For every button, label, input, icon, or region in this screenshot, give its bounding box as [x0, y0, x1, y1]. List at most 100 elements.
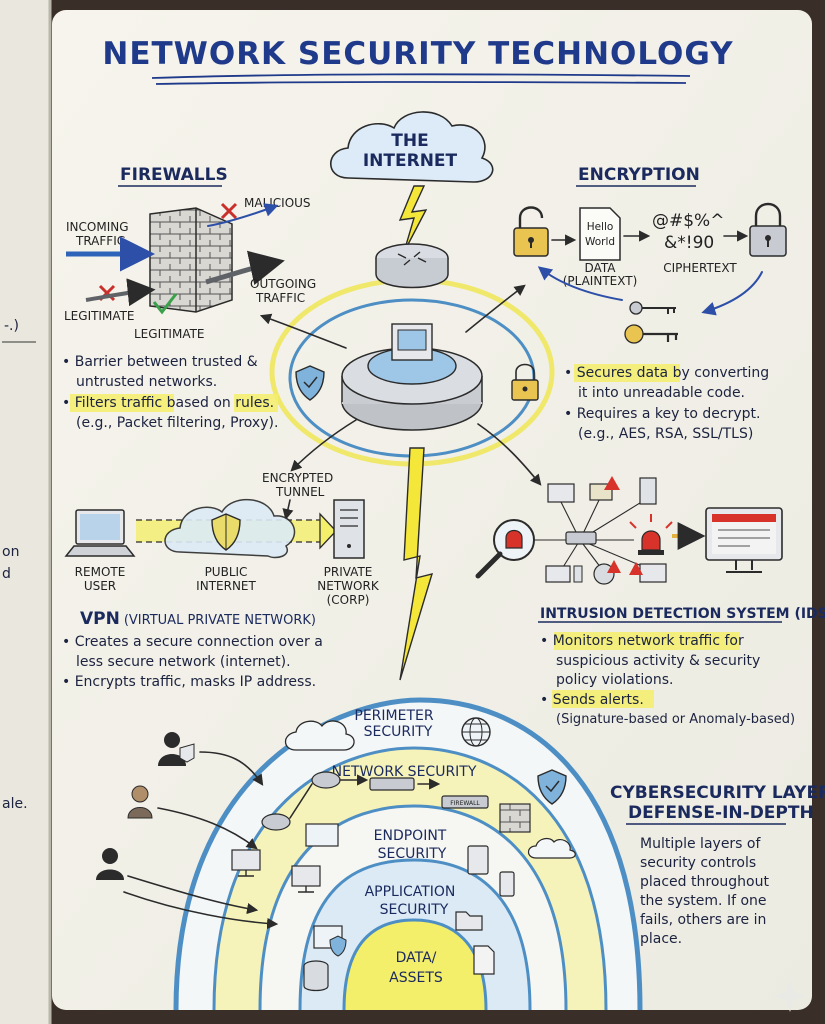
arrow-to-vpn: [290, 419, 357, 472]
private-network-label-2: NETWORK: [317, 579, 380, 593]
cyber-heading-2: DEFENSE-IN-DEPTH: [628, 803, 814, 823]
margin-note-2: on: [2, 544, 19, 560]
cloud-icon-perimeter: [284, 720, 355, 751]
encryption-bullet-2-line1: • Requires a key to decrypt.: [564, 406, 760, 422]
cyber-body-2: security controls: [640, 855, 756, 871]
vpn-heading: VPN (VIRTUAL PRIVATE NETWORK): [80, 609, 316, 629]
window-icon: [305, 823, 339, 847]
private-network-label-3: (CORP): [327, 593, 370, 607]
lightning-bolt-main: [399, 447, 434, 681]
switch-icon: [369, 777, 415, 791]
ids-bullet-1-line3: policy violations.: [556, 672, 673, 688]
sparkle-icon: [774, 980, 806, 1012]
malicious-arrow: [207, 203, 279, 227]
legitimate-label-bottom: LEGITIMATE: [134, 327, 205, 341]
alarm-icon: [629, 514, 673, 555]
attack-arrow-2: [157, 807, 258, 850]
application-label-2: SECURITY: [380, 902, 449, 918]
padlock-open-icon: [513, 206, 549, 257]
ids-network-diagram: [528, 476, 667, 585]
ciphertext-label: CIPHERTEXT: [663, 261, 737, 275]
public-internet-label-2: INTERNET: [196, 579, 256, 593]
vpn-bullet-2-line1: • Encrypts traffic, masks IP address.: [62, 674, 316, 690]
arrow-key-to-lock: [537, 266, 623, 301]
doc-text-1: Hello: [587, 221, 614, 233]
encryption-bullet-1-line2: it into unreadable code.: [578, 385, 745, 401]
attack-arrow-1: [199, 751, 264, 786]
firewall-device-label: FIREWALL: [450, 800, 480, 807]
internet-label-2: INTERNET: [363, 151, 458, 171]
encryption-bullet-2-line2: (e.g., AES, RSA, SSL/TLS): [578, 426, 753, 442]
remote-user-label-1: REMOTE: [75, 565, 126, 579]
arrow-key-return: [701, 271, 763, 316]
vpn-heading-main: VPN: [80, 609, 120, 629]
cyber-body-5: fails, others are in: [640, 912, 766, 928]
internet-cloud: THE INTERNET: [330, 111, 494, 183]
highlight-secures-data: [574, 364, 680, 382]
padlock-closed-icon: [749, 202, 787, 257]
application-label-1: APPLICATION: [365, 884, 456, 900]
cyber-body-1: Multiple layers of: [640, 836, 761, 852]
data-assets-label-2: ASSETS: [389, 970, 443, 986]
cyber-body-3: placed throughout: [640, 874, 769, 890]
data-label-2: (PLAINTEXT): [563, 274, 638, 288]
database-icon: [303, 960, 329, 992]
encryption-bullet-1-highlight: • Secures data: [564, 365, 668, 381]
document-icon: Hello World: [579, 207, 621, 261]
folder-icon: [455, 911, 483, 931]
brick-wall-icon-small: [499, 803, 531, 833]
ids-bullet-2-line2: (Signature-based or Anomaly-based): [556, 712, 795, 727]
ids-bullet-1-line2: suspicious activity & security: [556, 653, 760, 669]
laptop-icon: [64, 509, 136, 557]
padlock-icon: [511, 363, 539, 401]
key-icon-gold: [624, 324, 678, 344]
malicious-label: MALICIOUS: [244, 196, 311, 210]
remote-user-label-2: USER: [84, 579, 116, 593]
highlight-sends-alerts: [552, 690, 654, 708]
globe-icon: [461, 717, 491, 747]
margin-note-3: d: [2, 566, 11, 582]
encrypted-tunnel-label-1: ENCRYPTED: [262, 471, 333, 485]
tunnel-pointer: [282, 499, 294, 521]
server-base-icon: [341, 323, 483, 431]
firewalls-bullet-1-line2: untrusted networks.: [76, 374, 217, 390]
arrow-to-ids: [477, 423, 542, 486]
lightning-bolt-top: [398, 185, 428, 253]
data-label-1: DATA: [585, 261, 617, 275]
ids-heading: INTRUSION DETECTION SYSTEM (IDS): [540, 606, 825, 622]
encrypted-tunnel-label-2: TUNNEL: [275, 485, 325, 499]
key-icon-top: [629, 301, 676, 315]
warning-icon-2: [607, 560, 621, 573]
attack-arrow-3: [127, 875, 259, 915]
margin-note-4: ale.: [2, 796, 28, 812]
hacker-icon-3: [96, 848, 124, 880]
margin-note-1: -.): [4, 318, 19, 334]
incoming-traffic-label-2: TRAFFIC: [75, 234, 125, 248]
vpn-heading-sub: (VIRTUAL PRIVATE NETWORK): [124, 613, 316, 628]
arrow-to-encryption: [465, 284, 526, 333]
ids-bullet-1-rest: for: [720, 633, 744, 649]
firewalls-bullet-2-rest: based on: [162, 395, 235, 411]
cyber-body-6: place.: [640, 931, 682, 947]
encryption-bullet-1-rest: by converting: [668, 365, 769, 381]
cipher-text-2: &*!90: [664, 233, 714, 253]
page-title: NETWORK SECURITY TECHNOLOGY: [102, 36, 733, 72]
shield-icon-layers: [537, 769, 567, 805]
endpoint-label-1: ENDPOINT: [374, 828, 447, 844]
vpn-bullet-1-line2: less secure network (internet).: [76, 654, 291, 670]
magnifier-icon: [475, 519, 535, 579]
highlight-filters: [70, 394, 174, 412]
private-network-label-1: PRIVATE: [324, 565, 373, 579]
legitimate-label-left: LEGITIMATE: [64, 309, 135, 323]
incoming-traffic-label-1: INCOMING: [66, 220, 129, 234]
tablet-icon: [467, 845, 489, 875]
vpn-bullet-1-line1: • Creates a secure connection over a: [62, 634, 323, 650]
encryption-heading: ENCRYPTION: [578, 165, 700, 185]
malicious-x-icon: [220, 202, 238, 220]
left-page: [0, 0, 50, 1024]
firewalls-bullet-2-highlight2: rules.: [235, 395, 274, 411]
phone-icon: [499, 871, 515, 897]
shield-icon: [295, 365, 325, 401]
outgoing-traffic-label-1: OUTGOING: [250, 277, 316, 291]
